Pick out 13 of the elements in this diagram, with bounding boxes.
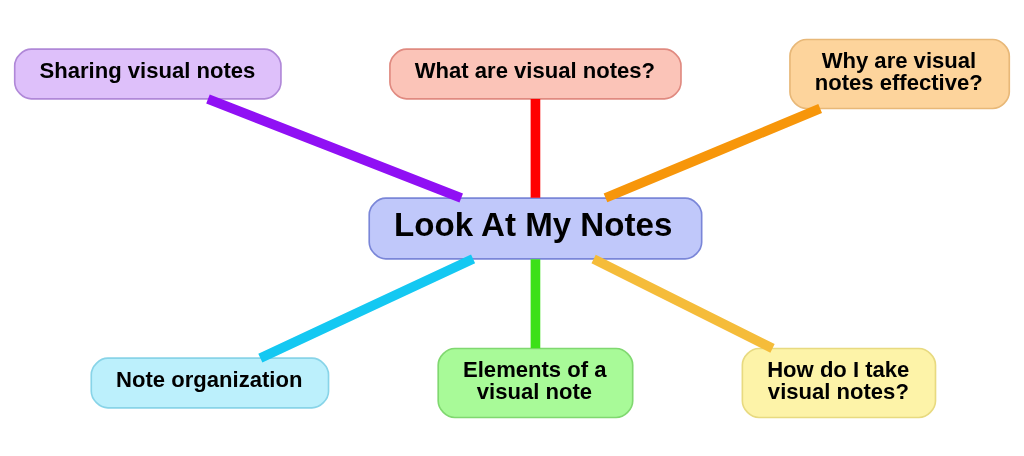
- node-box: Note organization: [90, 356, 330, 409]
- node-box: Sharing visual notes: [13, 47, 282, 100]
- node-box: Why are visual notes effective?: [789, 38, 1011, 109]
- connector: [603, 103, 822, 202]
- connector: [530, 258, 541, 348]
- node-box: Elements of a visual note: [437, 347, 634, 418]
- connector: [591, 254, 775, 353]
- node-box: Look At My Notes: [368, 196, 703, 260]
- connector: [206, 93, 463, 203]
- connector: [530, 98, 541, 198]
- connector: [258, 254, 476, 362]
- node-box: How do I take visual notes?: [741, 347, 937, 418]
- node-box: What are visual notes?: [389, 47, 682, 100]
